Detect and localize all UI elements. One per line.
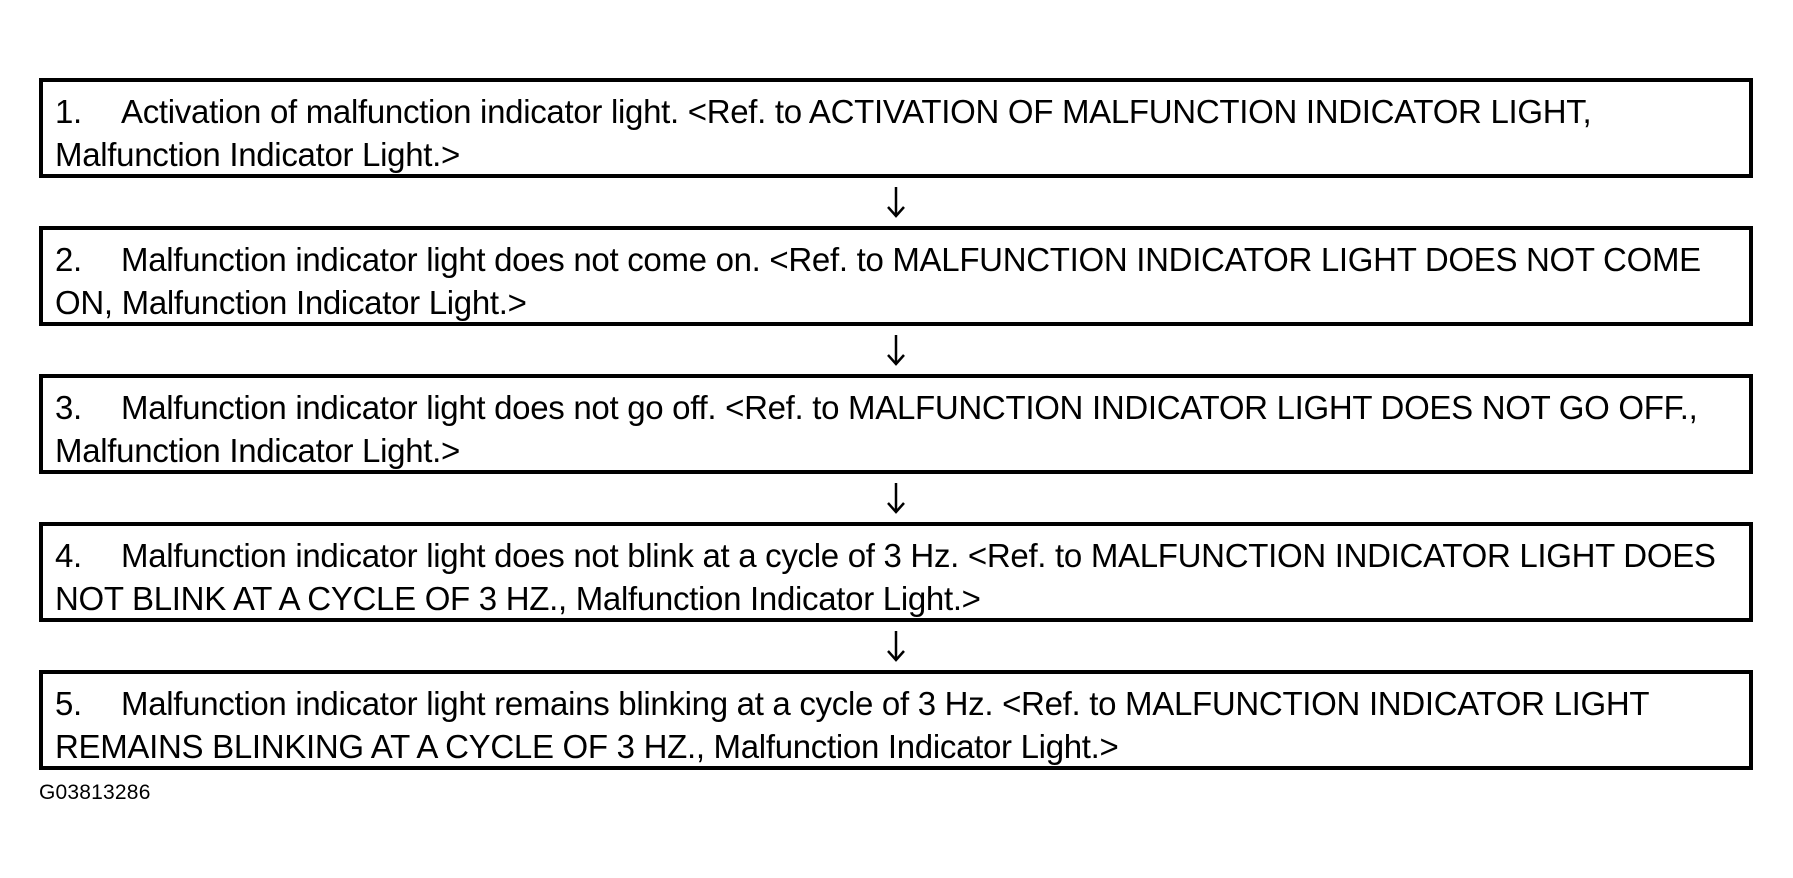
step-text: Activation of malfunction indicator ligh… bbox=[55, 93, 1592, 173]
flowchart: 1.Activation of malfunction indicator li… bbox=[39, 78, 1753, 770]
step-number: 2. bbox=[55, 241, 82, 278]
step-text: Malfunction indicator light remains blin… bbox=[55, 685, 1649, 765]
step-5-box: 5.Malfunction indicator light remains bl… bbox=[39, 670, 1753, 770]
arrow-down-icon bbox=[887, 187, 905, 218]
step-text: Malfunction indicator light does not com… bbox=[55, 241, 1701, 321]
step-3-box: 3.Malfunction indicator light does not g… bbox=[39, 374, 1753, 474]
connector-2 bbox=[39, 326, 1753, 374]
step-1-box: 1.Activation of malfunction indicator li… bbox=[39, 78, 1753, 178]
step-number: 1. bbox=[55, 93, 82, 130]
connector-4 bbox=[39, 622, 1753, 670]
step-number: 5. bbox=[55, 685, 82, 722]
step-number: 3. bbox=[55, 389, 82, 426]
step-4-box: 4.Malfunction indicator light does not b… bbox=[39, 522, 1753, 622]
step-2-box: 2.Malfunction indicator light does not c… bbox=[39, 226, 1753, 326]
arrow-down-icon bbox=[887, 631, 905, 662]
connector-3 bbox=[39, 474, 1753, 522]
connector-1 bbox=[39, 178, 1753, 226]
arrow-down-icon bbox=[887, 335, 905, 366]
step-text: Malfunction indicator light does not go … bbox=[55, 389, 1698, 469]
arrow-down-icon bbox=[887, 483, 905, 514]
figure-code: G03813286 bbox=[39, 781, 151, 804]
step-text: Malfunction indicator light does not bli… bbox=[55, 537, 1716, 617]
step-number: 4. bbox=[55, 537, 82, 574]
